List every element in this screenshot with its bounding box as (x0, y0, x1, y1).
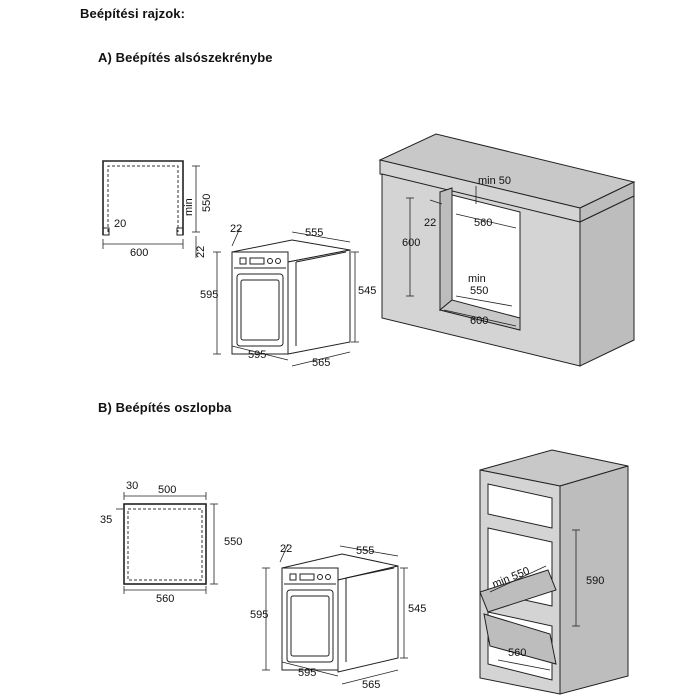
dim-a-cutout-22: 22 (195, 246, 207, 258)
dim-a-oven-545: 545 (358, 285, 376, 297)
section-a-cabinet-drawing: min 50 22 560 600 min 550 600 (378, 133, 636, 367)
page-title: Beépítési rajzok: (80, 6, 186, 21)
dim-a-cabinet-min: min (468, 273, 486, 285)
dim-b-oven-545: 545 (408, 603, 426, 615)
dim-b-cutout-35: 35 (100, 514, 112, 526)
dim-b-cutout-560: 560 (156, 593, 174, 605)
dim-a-cabinet-560: 560 (474, 217, 492, 229)
dim-a-cutout-min: min (183, 198, 195, 216)
section-b-oven-drawing: 22 555 595 545 595 565 (250, 543, 426, 691)
dim-a-oven-595-height: 595 (200, 289, 218, 301)
dim-a-oven-595-width: 595 (248, 349, 266, 361)
dim-b-cutout-550: 550 (224, 536, 242, 548)
dim-a-cabinet-600-height: 600 (402, 237, 420, 249)
dim-a-cabinet-22: 22 (424, 217, 436, 229)
dim-b-column-560: 560 (508, 647, 526, 659)
dim-b-cutout-500: 500 (158, 484, 176, 496)
dim-a-cabinet-min50: min 50 (478, 175, 511, 187)
dim-a-cabinet-600-width: 600 (470, 315, 488, 327)
dim-a-cabinet-550: 550 (470, 285, 488, 297)
dim-b-column-590: 590 (586, 575, 604, 587)
dim-a-cutout-550: 550 (201, 194, 213, 212)
dim-b-oven-555: 555 (356, 545, 374, 557)
dim-b-cutout-30: 30 (126, 480, 138, 492)
dim-a-oven-555: 555 (305, 227, 323, 239)
dim-b-oven-565: 565 (362, 679, 380, 691)
section-b-column-drawing: min 550 590 560 (479, 449, 629, 695)
section-a-cutout-drawing: 20 600 min 550 22 (102, 160, 213, 259)
dim-b-oven-22: 22 (280, 543, 292, 555)
dim-b-oven-595-width: 595 (298, 667, 316, 679)
dim-a-oven-22: 22 (230, 223, 242, 235)
section-b-title: B) Beépítés oszlopba (98, 400, 232, 415)
section-a-oven-drawing: 22 555 595 545 595 565 (200, 223, 376, 369)
dim-a-cutout-20: 20 (114, 218, 126, 230)
dim-a-oven-565: 565 (312, 357, 330, 369)
section-a-title: A) Beépítés alsószekrénybe (98, 50, 273, 65)
dim-a-cutout-600: 600 (130, 247, 148, 259)
section-b-cutout-drawing: 30 500 35 550 560 (100, 480, 242, 605)
dim-b-oven-595-height: 595 (250, 609, 268, 621)
